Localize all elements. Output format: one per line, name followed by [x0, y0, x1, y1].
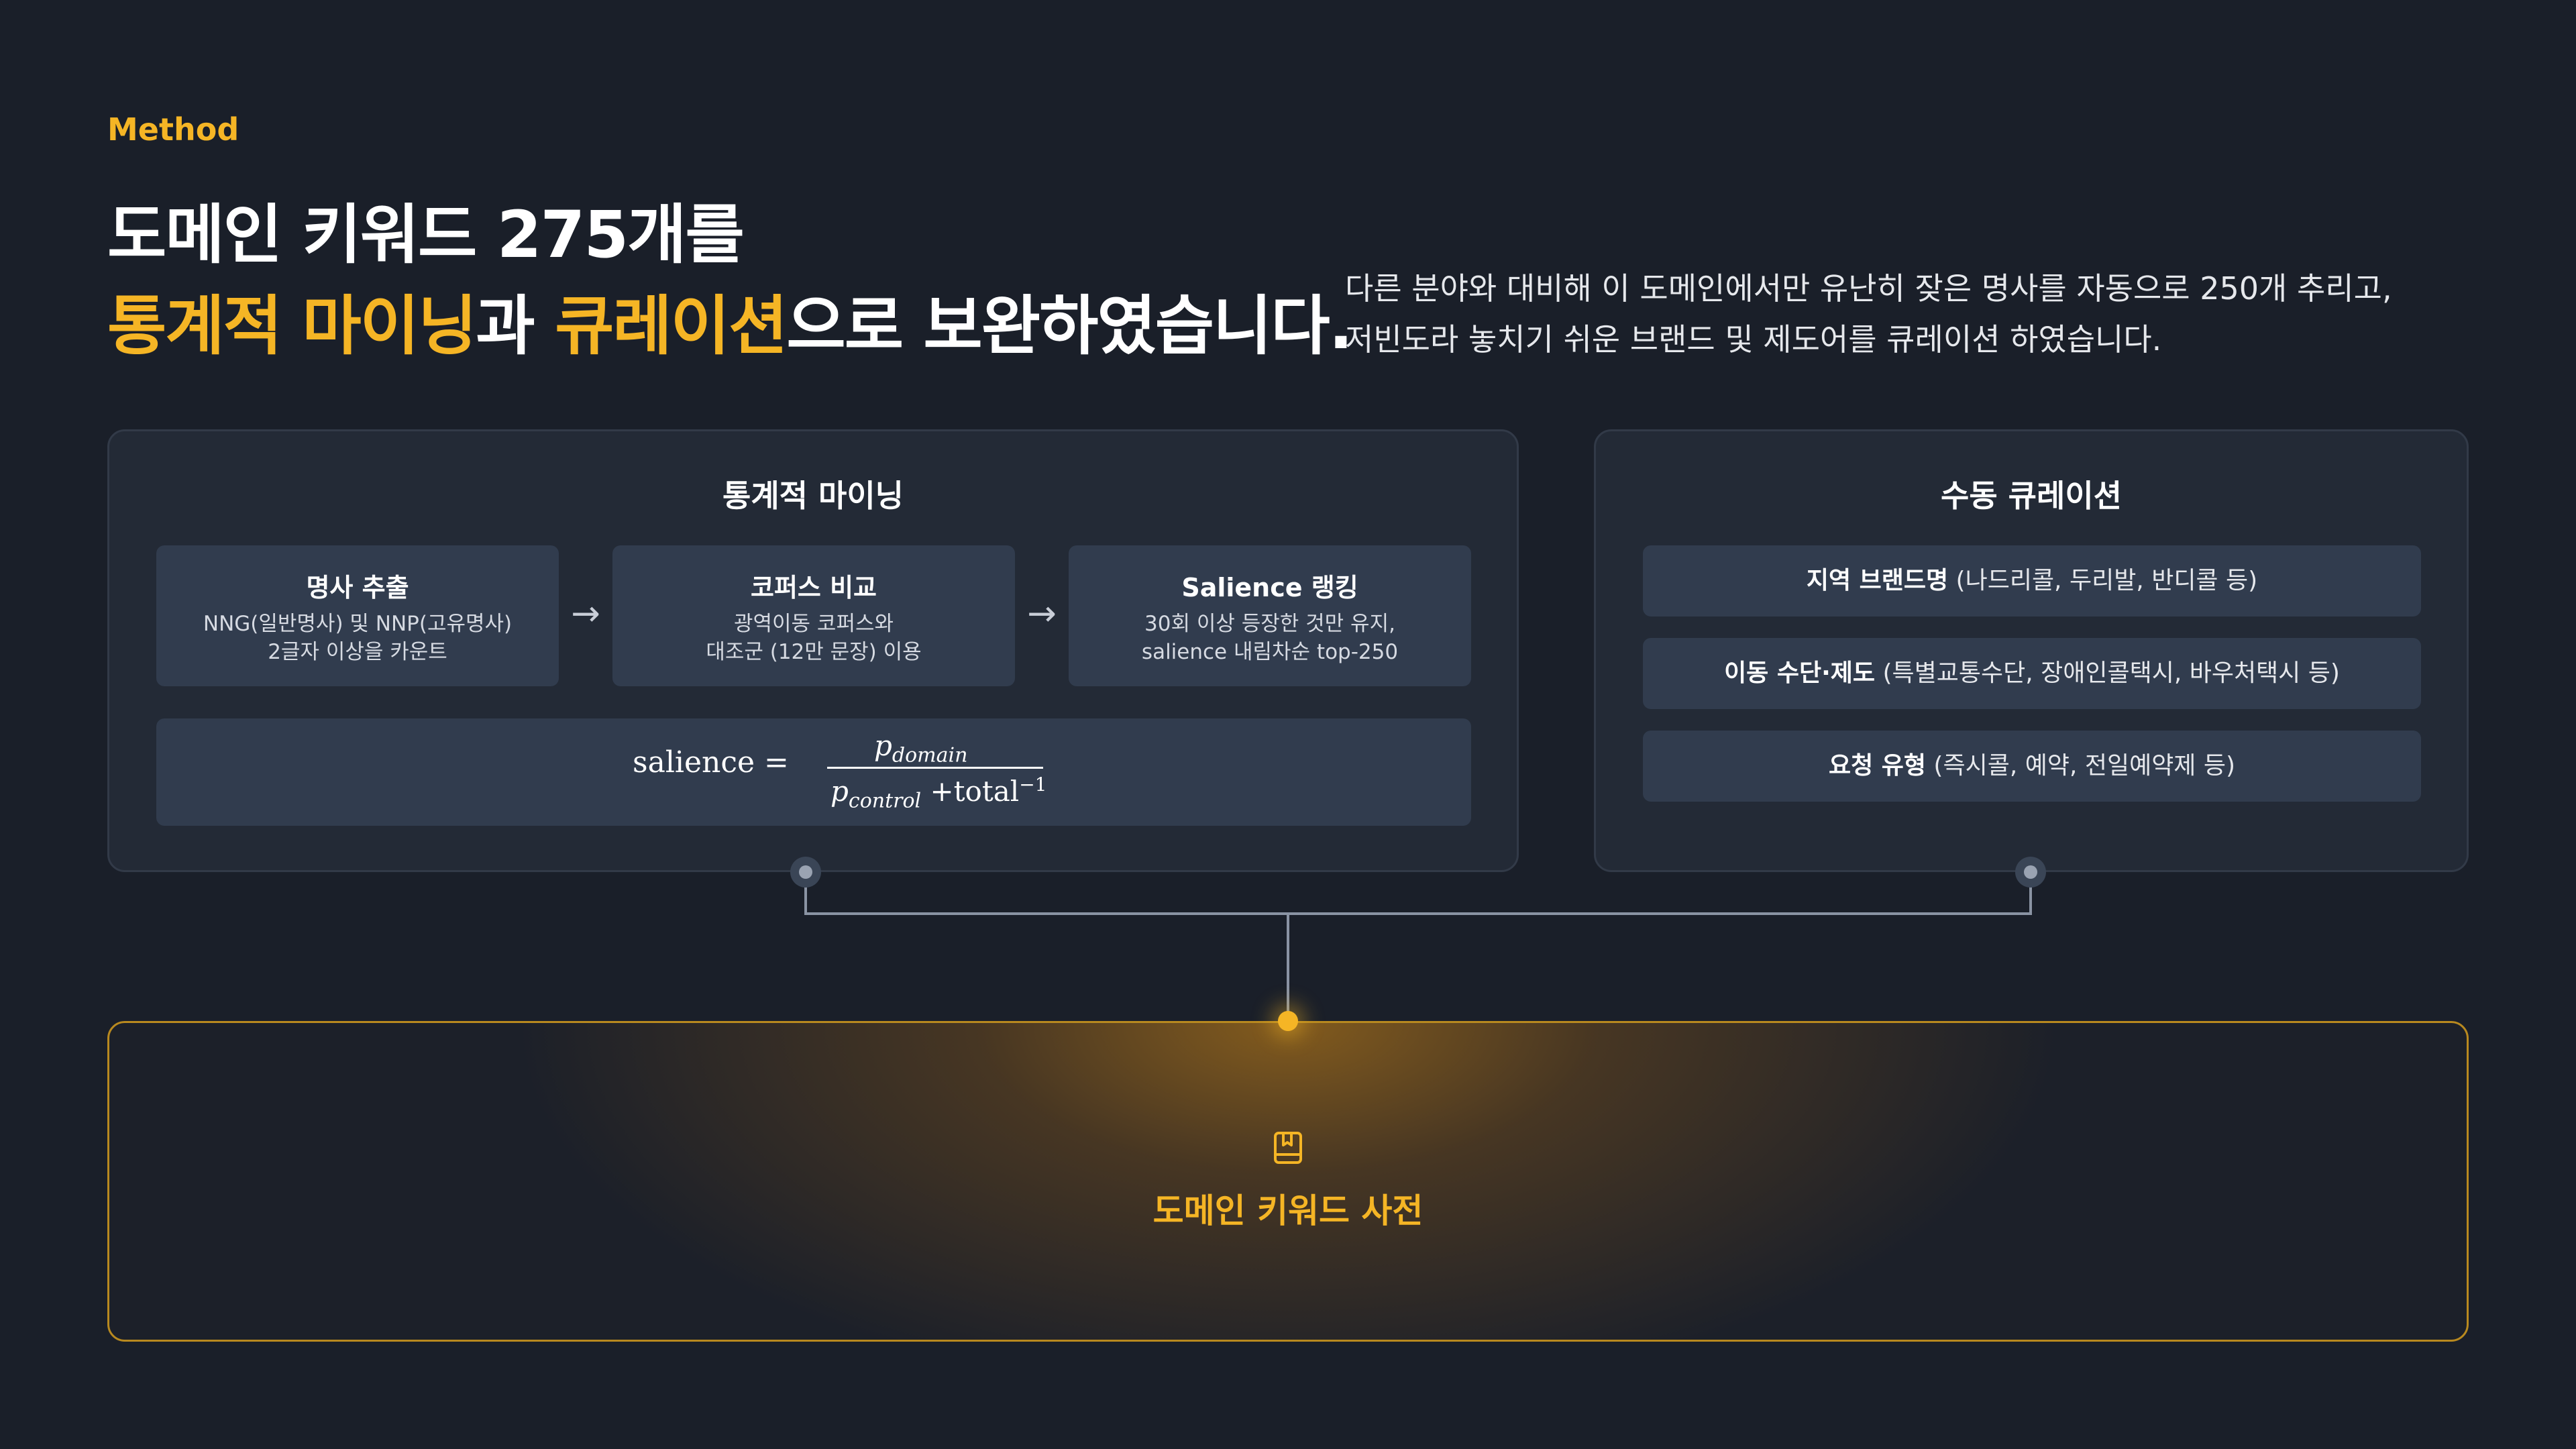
- lead-paragraph: 다른 분야와 대비해 이 도메인에서만 유난히 잦은 명사를 자동으로 250개…: [1345, 263, 2452, 365]
- step-description: 광역이동 코퍼스와 대조군 (12만 문장) 이용: [619, 610, 1008, 666]
- mining-panel-title: 통계적 마이닝: [722, 478, 904, 514]
- formula-denominator: pcontrol +total−1: [830, 773, 1046, 812]
- step-salience-ranking: Salience 랭킹 30회 이상 등장한 것만 유지, salience 내…: [1069, 545, 1471, 686]
- mining-panel: 통계적 마이닝 명사 추출 NNG(일반명사) 및 NNP(고유명사) 2글자 …: [107, 429, 1519, 872]
- book-icon: [1274, 1132, 1302, 1164]
- step-desc-line: 2글자 이상을 카운트: [268, 640, 447, 664]
- connector-node-left: [790, 857, 821, 888]
- title-highlight-mining: 통계적 마이닝: [107, 288, 477, 364]
- title-highlight-curation: 큐레이션: [555, 288, 788, 364]
- curation-item: 지역 브랜드명 (나드리콜, 두리발, 반디콜 등): [1643, 545, 2421, 616]
- formula-total: +total: [921, 775, 1020, 808]
- title-connector: 과: [476, 288, 555, 364]
- section-eyebrow: Method: [107, 111, 239, 148]
- curation-item-examples: (즉시콜, 예약, 전일예약제 등): [1925, 752, 2236, 780]
- formula-p: p: [874, 729, 892, 762]
- step-description: 30회 이상 등장한 것만 유지, salience 내림차순 top-250: [1075, 610, 1464, 666]
- connector-left-down: [804, 872, 807, 915]
- step-title: 코퍼스 비교: [750, 573, 877, 602]
- curation-item-examples: (나드리콜, 두리발, 반디콜 등): [1948, 567, 2258, 594]
- formula-sub-domain: domain: [892, 743, 968, 767]
- step-title: 명사 추출: [306, 573, 409, 602]
- keyword-dictionary-box: 도메인 키워드 사전: [107, 1021, 2469, 1342]
- title-line-1: 도메인 키워드 275개를: [107, 197, 745, 272]
- lead-line-1: 다른 분야와 대비해 이 도메인에서만 유난히 잦은 명사를 자동으로 250개…: [1345, 270, 2392, 307]
- step-description: NNG(일반명사) 및 NNP(고유명사) 2글자 이상을 카운트: [163, 610, 552, 666]
- connector-node-right: [2015, 857, 2046, 888]
- step-desc-line: NNG(일반명사) 및 NNP(고유명사): [203, 612, 513, 636]
- result-label: 도메인 키워드 사전: [1152, 1191, 1424, 1230]
- fraction-bar: [827, 767, 1043, 769]
- step-desc-line: 30회 이상 등장한 것만 유지,: [1144, 612, 1395, 636]
- curation-panel: 수동 큐레이션 지역 브랜드명 (나드리콜, 두리발, 반디콜 등) 이동 수단…: [1594, 429, 2469, 872]
- salience-formula: salience = pdomain pcontrol +total−1: [156, 718, 1471, 826]
- lead-line-2: 저빈도라 놓치기 쉬운 브랜드 및 제도어를 큐레이션 하였습니다.: [1345, 321, 2162, 358]
- title-line-2: 통계적 마이닝과 큐레이션으로 보완하였습니다.: [107, 280, 1353, 372]
- formula-exponent: −1: [1019, 773, 1047, 796]
- curation-item-label: 지역 브랜드명: [1806, 567, 1949, 594]
- formula-numerator: pdomain: [874, 729, 967, 767]
- connector-horizontal: [804, 912, 2032, 915]
- step-corpus-comparison: 코퍼스 비교 광역이동 코퍼스와 대조군 (12만 문장) 이용: [612, 545, 1015, 686]
- curation-item-label: 이동 수단·제도: [1724, 659, 1875, 687]
- step-desc-line: salience 내림차순 top-250: [1141, 640, 1399, 664]
- formula-sub-control: control: [848, 789, 922, 813]
- step-noun-extraction: 명사 추출 NNG(일반명사) 및 NNP(고유명사) 2글자 이상을 카운트: [156, 545, 559, 686]
- step-desc-line: 대조군 (12만 문장) 이용: [706, 640, 922, 664]
- step-title: Salience 랭킹: [1181, 573, 1358, 602]
- formula-lhs: salience =: [633, 745, 789, 780]
- connector-center-down: [1287, 914, 1289, 1021]
- formula-p: p: [830, 775, 849, 808]
- title-ending: 으로 보완하였습니다.: [786, 288, 1353, 364]
- curation-item-label: 요청 유형: [1828, 752, 1926, 780]
- curation-item-examples: (특별교통수단, 장애인콜택시, 바우처택시 등): [1875, 659, 2340, 687]
- step-desc-line: 광역이동 코퍼스와: [733, 612, 894, 636]
- page-title: 도메인 키워드 275개를 통계적 마이닝과 큐레이션으로 보완하였습니다.: [107, 189, 1353, 372]
- curation-item: 요청 유형 (즉시콜, 예약, 전일예약제 등): [1643, 731, 2421, 802]
- arrow-right-icon: →: [1027, 594, 1057, 634]
- curation-item: 이동 수단·제도 (특별교통수단, 장애인콜택시, 바우처택시 등): [1643, 638, 2421, 709]
- connector-node-result: [1278, 1011, 1298, 1031]
- connector-right-down: [2029, 872, 2032, 915]
- curation-panel-title: 수동 큐레이션: [1941, 478, 2122, 514]
- arrow-right-icon: →: [571, 594, 600, 634]
